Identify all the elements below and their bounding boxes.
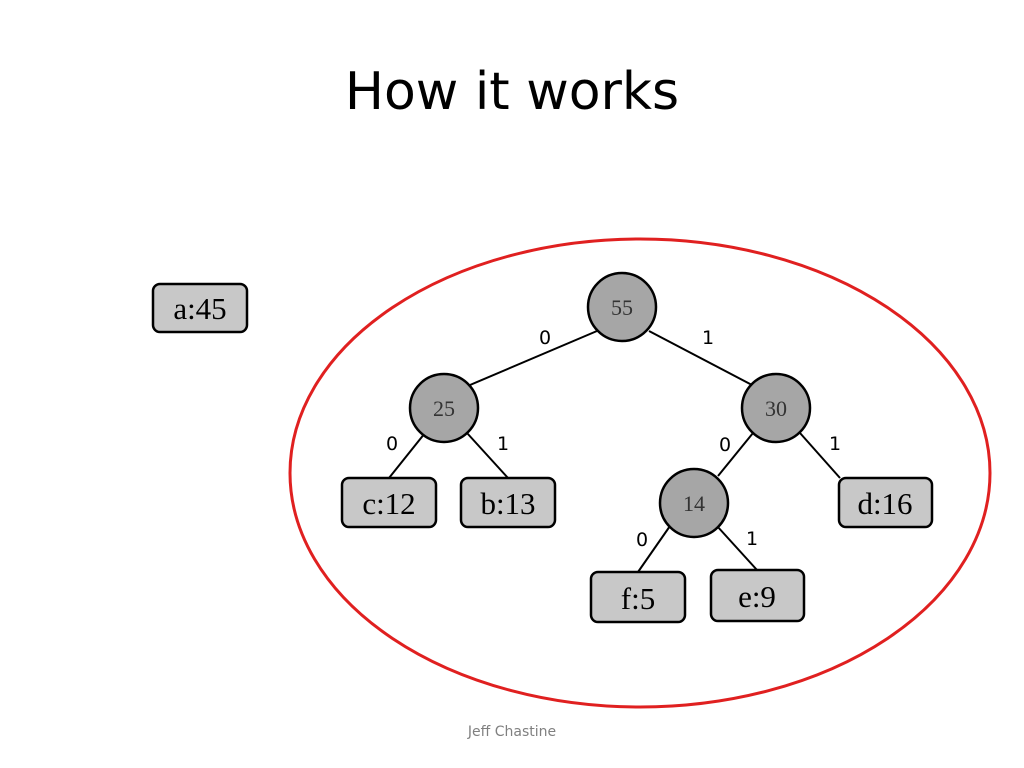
- leaf-d16: d:16: [837, 476, 934, 529]
- leaf-b13: b:13: [459, 476, 557, 529]
- edge-label-25-right: 1: [497, 433, 509, 455]
- edge-30-d16: [799, 432, 841, 479]
- edge-55-30: [648, 330, 753, 386]
- node-25: 25: [408, 372, 480, 444]
- edge-label-55-left: 0: [539, 327, 551, 349]
- edge-25-c12: [388, 432, 426, 479]
- slide-footer: Jeff Chastine: [467, 724, 557, 740]
- highlight-ellipse: [288, 237, 992, 709]
- leaf-a45-label: a:45: [173, 291, 226, 326]
- edge-label-30-right: 1: [829, 433, 841, 455]
- tree-edges: [388, 330, 841, 573]
- node-14: 14: [658, 467, 730, 539]
- edge-25-b13: [466, 432, 509, 479]
- slide-title: How it works: [344, 62, 680, 122]
- node-14-label: 14: [683, 491, 705, 516]
- edge-30-14: [717, 432, 754, 477]
- node-30: 30: [740, 372, 812, 444]
- leaf-e9-label: e:9: [738, 579, 776, 614]
- node-root: 55: [586, 271, 658, 343]
- edge-label-25-left: 0: [386, 433, 398, 455]
- node-root-label: 55: [611, 295, 633, 320]
- node-25-label: 25: [433, 396, 455, 421]
- edge-55-25: [469, 330, 598, 386]
- leaf-c12-label: c:12: [362, 486, 415, 521]
- leaf-f5-label: f:5: [621, 581, 655, 616]
- leaf-e9: e:9: [709, 568, 806, 623]
- node-30-label: 30: [765, 396, 787, 421]
- edge-label-14-right: 1: [746, 528, 758, 550]
- edge-label-30-left: 0: [719, 434, 731, 456]
- leaf-b13-label: b:13: [480, 486, 535, 521]
- leaf-a45: a:45: [151, 282, 249, 334]
- edge-label-55-right: 1: [702, 327, 714, 349]
- edge-14-e9: [716, 525, 758, 571]
- edge-14-f5: [637, 525, 671, 573]
- leaf-f5: f:5: [589, 570, 687, 624]
- leaf-c12: c:12: [340, 476, 438, 529]
- edge-label-14-left: 0: [636, 529, 648, 551]
- leaf-d16-label: d:16: [857, 486, 912, 521]
